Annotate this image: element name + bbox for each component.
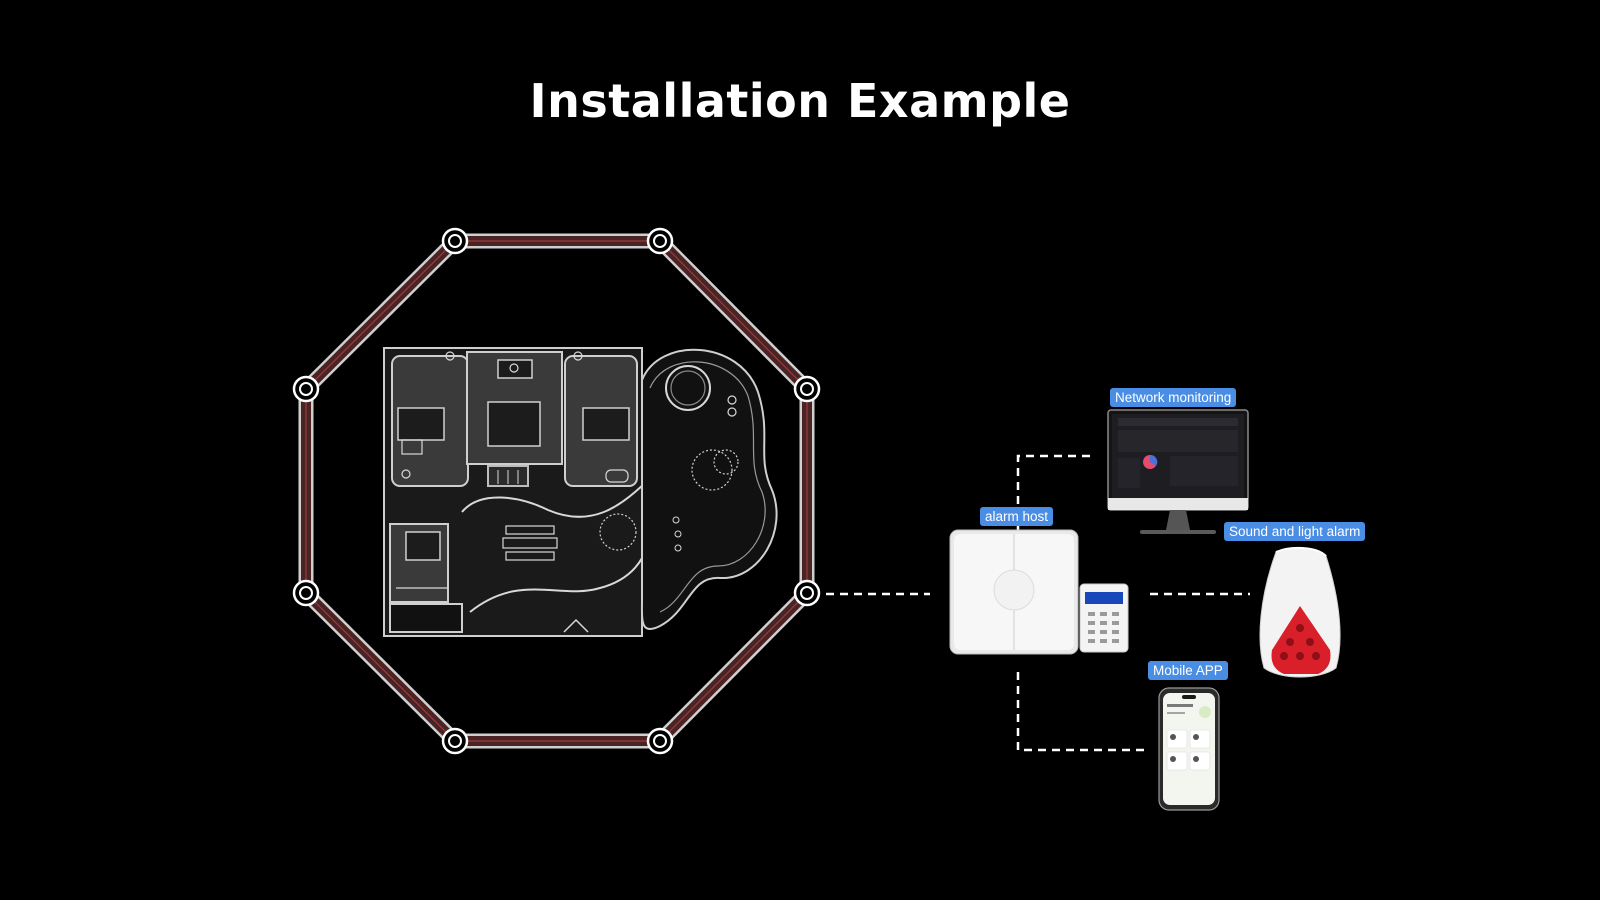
label-sound-light-alarm: Sound and light alarm [1224,522,1366,541]
label-mobile-app: Mobile APP [1148,661,1228,680]
siren-icon [1259,546,1341,678]
fence-sensor-node [793,375,821,403]
label-alarm-host: alarm host [980,507,1054,526]
fence-sensor-node [646,227,674,255]
keypad-icon [1079,583,1129,653]
octagon-fence [292,227,821,755]
fence-sensor-node [441,727,469,755]
fence-sensor-node [292,579,320,607]
fence-sensor-node [441,227,469,255]
fence-sensor-node [292,375,320,403]
connection-host-to-app [1016,672,1144,752]
house-floor-plan [383,347,778,637]
monitor-icon [1107,409,1249,534]
fence-sensor-node [646,727,674,755]
label-network-monitoring: Network monitoring [1110,388,1237,407]
smartphone-icon [1158,687,1220,811]
fence-sensor-node [793,579,821,607]
page-title: Installation Example [529,74,1071,128]
alarm-host-panel-icon [949,529,1079,655]
